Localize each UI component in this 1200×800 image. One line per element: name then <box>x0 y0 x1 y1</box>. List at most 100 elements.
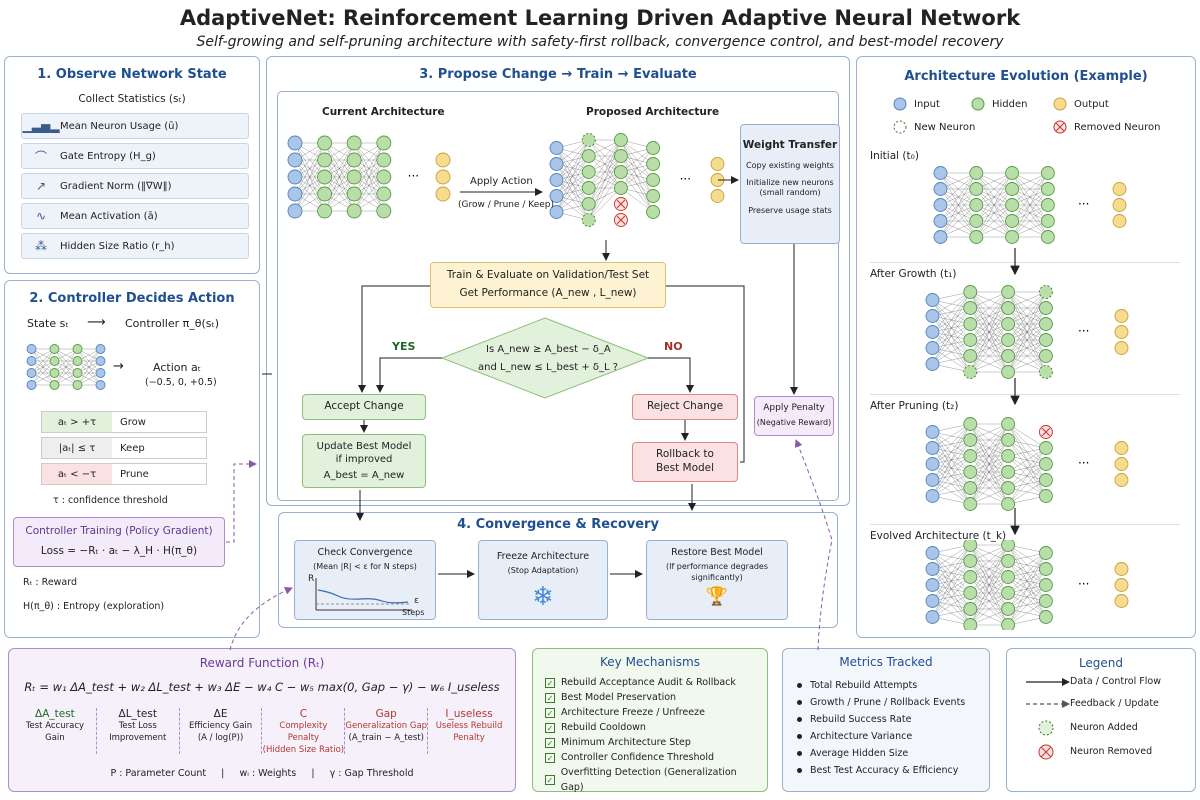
neuron-icon <box>1001 618 1016 630</box>
connection-line <box>294 142 325 212</box>
neuron-icon <box>1038 610 1053 624</box>
neuron-icon <box>963 570 978 584</box>
stage-growth-network: ··· <box>925 285 1129 379</box>
controller-network-icon <box>26 344 106 390</box>
neuron-icon <box>1038 489 1053 503</box>
connection-line <box>970 339 1009 373</box>
trophy-icon: 🏆 <box>705 586 729 608</box>
neuron-icon <box>613 181 628 195</box>
training-title: Controller Training (Policy Gradient) <box>25 525 213 538</box>
legend-output: Output <box>1074 99 1109 110</box>
neuron-icon <box>933 166 948 180</box>
connection-line <box>77 348 101 374</box>
connection-line <box>294 159 325 212</box>
connection-line <box>31 348 55 386</box>
legend-input: Input <box>914 99 940 110</box>
neuron-icon <box>613 165 628 179</box>
neuron-icon <box>26 356 37 366</box>
connection-line <box>976 188 1013 238</box>
connection-line <box>588 139 622 173</box>
connection-line <box>1007 291 1047 341</box>
evolution-legend <box>893 97 1067 134</box>
bullet-icon <box>797 717 802 722</box>
connection-line <box>556 139 589 181</box>
connection-line <box>588 139 622 205</box>
connection-line <box>354 159 384 212</box>
connection-line <box>294 142 325 195</box>
stat-label: Mean Neuron Usage (ū) <box>60 120 179 132</box>
term-symbol: ΔL_test <box>118 708 157 720</box>
connection-line <box>970 291 1009 325</box>
connection-line <box>970 323 1009 373</box>
neuron-icon <box>963 481 978 495</box>
mechanism-label: Overfitting Detection (Generalization Ga… <box>560 767 737 793</box>
term-desc: Penalty <box>453 733 485 743</box>
mechanisms-panel: Key Mechanisms ✓Rebuild Acceptance Audit… <box>532 648 768 793</box>
neuron-icon <box>963 317 978 331</box>
legend-title: Legend <box>1078 656 1124 670</box>
neuron-icon <box>646 173 661 187</box>
connection-line <box>1007 447 1047 505</box>
neuron-icon <box>969 198 984 212</box>
apply-action-sub: (Grow / Prune / Keep) <box>458 200 555 210</box>
neuron-icon <box>435 186 451 202</box>
stat-label: Gate Entropy (H_g) <box>60 150 156 162</box>
connection-line <box>970 423 1009 457</box>
neuron-icon <box>925 341 940 355</box>
neuron-icon <box>317 169 333 185</box>
connection-line <box>976 204 1013 238</box>
neuron-icon <box>925 578 940 592</box>
connection-line <box>294 142 325 178</box>
evolution-title: Architecture Evolution (Example) <box>904 69 1148 84</box>
penalty-box: Apply Penalty (Negative Reward) <box>754 396 834 436</box>
neuron-icon <box>1005 198 1020 212</box>
neuron-icon <box>710 157 725 171</box>
reward-note: Rₜ : Reward <box>23 577 78 588</box>
neuron-icon <box>1114 594 1129 608</box>
neuron-icon <box>963 554 978 568</box>
connection-line <box>1007 291 1047 325</box>
mechanism-item: ✓Best Model Preservation <box>545 690 755 705</box>
checkbox-icon: ✓ <box>545 775 555 785</box>
neuron-icon <box>1005 166 1020 180</box>
connection-line <box>354 176 384 212</box>
transfer-title: Weight Transfer <box>742 139 838 151</box>
connection-line <box>932 471 971 497</box>
connection-line <box>976 172 1013 206</box>
term-symbol: ΔE <box>213 708 228 720</box>
connection-line <box>976 172 1013 222</box>
neuron-icon <box>646 189 661 203</box>
neuron-icon <box>933 182 948 196</box>
connection-line <box>1011 204 1049 238</box>
ellipsis-label: ··· <box>408 169 419 183</box>
neuron-icon <box>49 356 60 366</box>
neuron-icon <box>49 380 60 390</box>
neuron-icon <box>581 165 596 179</box>
action-label: Action aₜ <box>153 361 201 374</box>
stat-label: Hidden Size Ratio (r_h) <box>60 240 175 252</box>
neuron-icon <box>1001 317 1016 331</box>
network-icon: ⁂ <box>35 239 47 253</box>
penalty-sub: (Negative Reward) <box>756 418 832 428</box>
convergence-plot <box>315 578 412 611</box>
neuron-icon <box>710 189 725 203</box>
connection-line <box>1007 323 1047 373</box>
stat-label: Mean Activation (ā) <box>60 210 158 222</box>
restore-box: Restore Best Model (If performance degra… <box>646 540 788 620</box>
neuron-icon <box>1001 481 1016 495</box>
connection-line <box>1008 600 1046 626</box>
mechanism-label: Best Model Preservation <box>561 692 677 703</box>
neuron-icon <box>346 152 362 168</box>
legend-hidden: Hidden <box>992 99 1028 110</box>
connection-line <box>970 455 1009 505</box>
mechanism-item: ✓Controller Confidence Threshold <box>545 750 755 765</box>
stage-label: After Growth (t₁) <box>870 268 957 280</box>
neuron-icon <box>963 540 978 552</box>
neuron-icon <box>1038 317 1053 331</box>
connection-line <box>940 172 977 222</box>
neuron-icon <box>1005 214 1020 228</box>
